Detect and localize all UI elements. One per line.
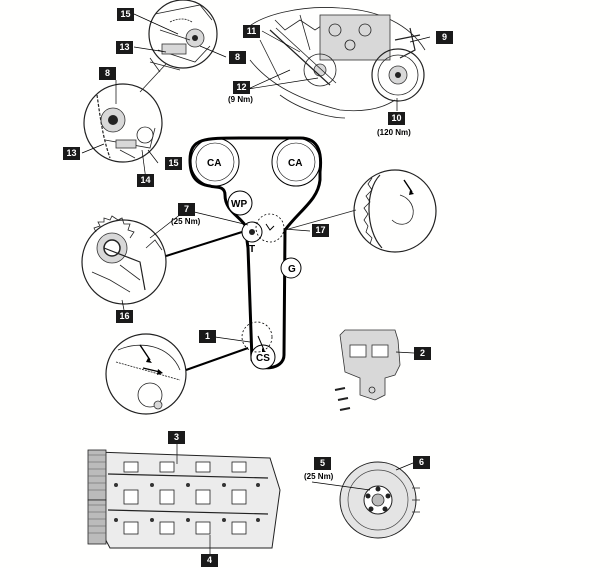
label-ca-right: CA (288, 158, 302, 169)
callout-13-top: 13 (116, 41, 133, 54)
callout-2: 2 (414, 347, 431, 360)
callout-15-mid: 15 (165, 157, 182, 170)
detail-crank-mark (105, 333, 249, 415)
label-ca-left: CA (207, 158, 221, 169)
detail-crank-pulley (339, 461, 420, 539)
detail-tensioner-belt (83, 63, 167, 163)
callout-12: 12 (233, 81, 250, 94)
torque-7: (25 Nm) (171, 217, 201, 226)
callout-9: 9 (436, 31, 453, 44)
callout-1: 1 (199, 330, 216, 343)
callout-4: 4 (201, 554, 218, 567)
torque-12: (9 Nm) (228, 95, 253, 104)
torque-5: (25 Nm) (304, 472, 334, 481)
callout-11: 11 (243, 25, 260, 38)
callout-10: 10 (388, 112, 405, 125)
detail-cover-bracket (334, 329, 401, 411)
belt-routing (188, 136, 323, 370)
callout-6: 6 (413, 456, 430, 469)
label-wp: WP (231, 199, 247, 210)
label-cs: CS (256, 353, 270, 364)
callout-5: 5 (314, 457, 331, 470)
detail-cam-mark (284, 169, 437, 253)
callout-14: 14 (137, 174, 154, 187)
callout-13-mid: 13 (63, 147, 80, 160)
detail-camshaft-lock (244, 7, 426, 119)
callout-17: 17 (312, 224, 329, 237)
callout-8-top: 8 (229, 51, 246, 64)
callout-16: 16 (116, 310, 133, 323)
callout-8-mid: 8 (99, 67, 116, 80)
callout-7: 7 (178, 203, 195, 216)
detail-tensioner-top (148, 0, 218, 73)
torque-10: (120 Nm) (377, 128, 411, 137)
callout-3: 3 (168, 431, 185, 444)
detail-tensioner-lock (81, 215, 243, 305)
detail-cylinder-head (87, 442, 281, 555)
callout-15-top: 15 (117, 8, 134, 21)
label-t: T (249, 244, 255, 255)
label-g: G (288, 264, 296, 275)
